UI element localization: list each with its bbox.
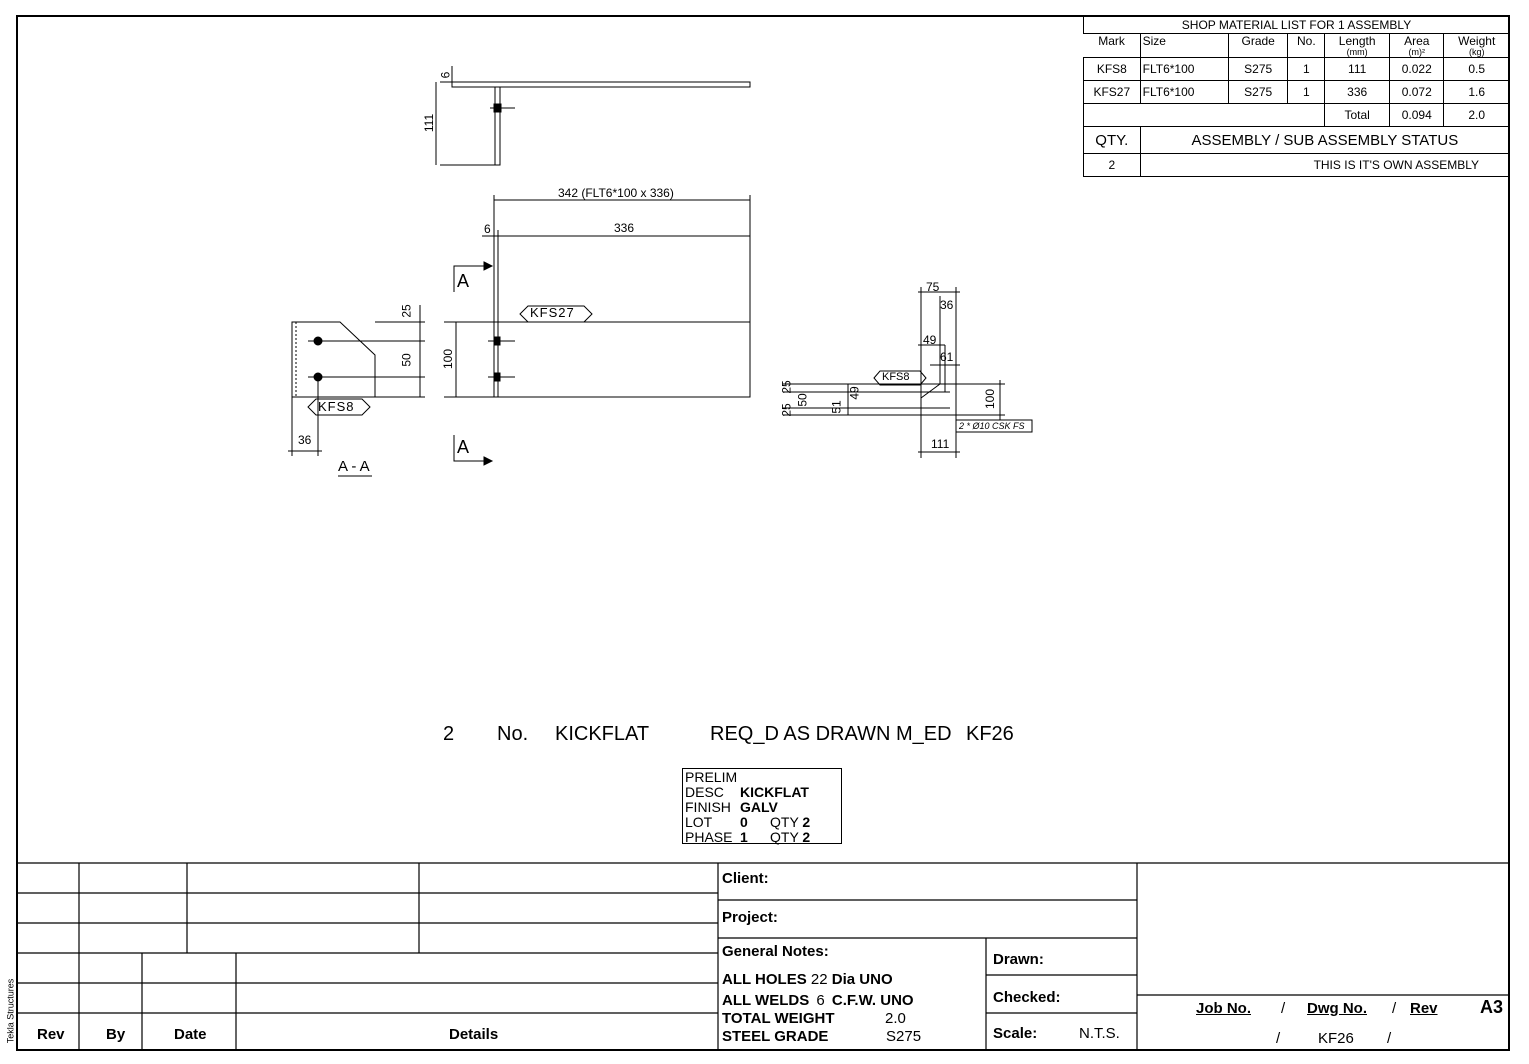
r-dim-111: 111 (931, 437, 950, 451)
qty-value: 2 (1083, 153, 1141, 177)
drawn-label: Drawn: (993, 951, 1044, 968)
total-label: Total (1324, 103, 1391, 127)
title-block-lines (16, 862, 1510, 1051)
top-view (435, 66, 751, 166)
job-no-label: Job No. (1196, 1000, 1251, 1017)
dim-100: 100 (441, 348, 456, 370)
hole-note: 2 * Ø10 CSK FS (959, 421, 1025, 431)
dim-top-111: 111 (422, 113, 437, 133)
dim-top-6: 6 (438, 71, 453, 79)
r-dim-25a: 25 (779, 380, 794, 394)
col-size: Size (1139, 33, 1229, 58)
caption-mark: KF26 (966, 723, 1014, 745)
section-label: A - A (338, 458, 370, 475)
r-dim-25b: 25 (779, 403, 794, 417)
by-header: By (106, 1026, 126, 1043)
holes-note: ALL HOLES 22 Dia UNO (722, 971, 893, 988)
caption-qty: 2 (443, 723, 455, 745)
client-label: Client: (722, 870, 769, 887)
material-list-table: SHOP MATERIAL LIST FOR 1 ASSEMBLY Mark S… (1082, 16, 1511, 177)
sheet-size: A3 (1480, 997, 1504, 1017)
rev-label: Rev (1410, 1000, 1438, 1017)
caption-name: KICKFLAT (555, 723, 650, 745)
section-view (288, 305, 425, 477)
total-area: 0.094 (1389, 103, 1445, 127)
caption-note: REQ_D AS DRAWN M_ED (710, 723, 952, 745)
slash-1: / (1281, 1000, 1286, 1017)
steel-grade-value: S275 (886, 1028, 922, 1045)
col-weight: Weight(kg) (1443, 33, 1510, 58)
r-dim-75: 75 (926, 280, 940, 294)
col-mark: Mark (1083, 33, 1141, 58)
project-label: Project: (722, 909, 778, 926)
scale-label: Scale: (993, 1025, 1038, 1042)
dim-6: 6 (484, 222, 491, 236)
general-notes-label: General Notes: (722, 943, 829, 960)
dim-342: 342 (FLT6*100 x 336) (558, 186, 674, 200)
total-weight: 2.0 (1443, 103, 1510, 127)
section-mark-top: A (457, 271, 470, 291)
total-weight-value: 2.0 (885, 1010, 906, 1027)
col-grade: Grade (1227, 33, 1289, 58)
steel-grade-label: STEEL GRADE (722, 1028, 829, 1045)
r-dim-50: 50 (795, 393, 810, 407)
job-value-sep-1: / (1276, 1030, 1281, 1047)
dim-36: 36 (298, 433, 312, 447)
drawing-frame (16, 15, 1510, 1051)
material-list-title: SHOP MATERIAL LIST FOR 1 ASSEMBLY (1083, 16, 1510, 34)
job-value-sep-2: / (1387, 1030, 1392, 1047)
details-header: Details (449, 1026, 499, 1043)
software-label: Tekla Structures (5, 978, 16, 1044)
col-area: Area(m)² (1389, 33, 1445, 58)
r-dim-51: 51 (829, 400, 844, 414)
welds-note: ALL WELDS 6 C.F.W. UNO (722, 992, 914, 1009)
col-length: Length(mm) (1324, 33, 1391, 58)
dim-50: 50 (399, 353, 414, 367)
dim-336: 336 (614, 221, 635, 235)
col-no: No. (1287, 33, 1326, 58)
r-dim-36: 36 (940, 298, 954, 312)
date-header: Date (174, 1026, 207, 1043)
r-dim-61: 61 (940, 350, 954, 364)
r-part-tag-kfs8: KFS8 (882, 371, 910, 383)
section-mark-bottom: A (457, 437, 470, 457)
checked-label: Checked: (993, 989, 1061, 1006)
total-weight-label: TOTAL WEIGHT (722, 1010, 835, 1027)
table-row: KFS27 FLT6*100 S275 1 336 0.072 1.6 (1083, 80, 1510, 104)
r-dim-49b: 49 (847, 386, 862, 400)
slash-2: / (1392, 1000, 1397, 1017)
status-value: THIS IS IT'S OWN ASSEMBLY (1139, 153, 1511, 177)
part-tag-kfs27: KFS27 (530, 305, 575, 320)
scale-value: N.T.S. (1079, 1025, 1120, 1042)
part-tag-kfs8: KFS8 (318, 399, 355, 414)
qty-header: QTY. (1083, 126, 1141, 154)
dim-25: 25 (399, 304, 414, 318)
caption-no: No. (497, 723, 529, 745)
r-dim-49: 49 (923, 333, 937, 347)
main-elevation (444, 195, 751, 466)
status-header: ASSEMBLY / SUB ASSEMBLY STATUS (1139, 126, 1511, 154)
part-view (783, 287, 1033, 458)
total-row: Total 0.094 2.0 (1082, 103, 1510, 127)
rev-header: Rev (37, 1026, 65, 1043)
dwg-no-label: Dwg No. (1307, 1000, 1367, 1017)
r-dim-100: 100 (983, 388, 998, 410)
table-row: KFS8 FLT6*100 S275 1 111 0.022 0.5 (1083, 57, 1510, 81)
dwg-no-value: KF26 (1318, 1030, 1354, 1047)
